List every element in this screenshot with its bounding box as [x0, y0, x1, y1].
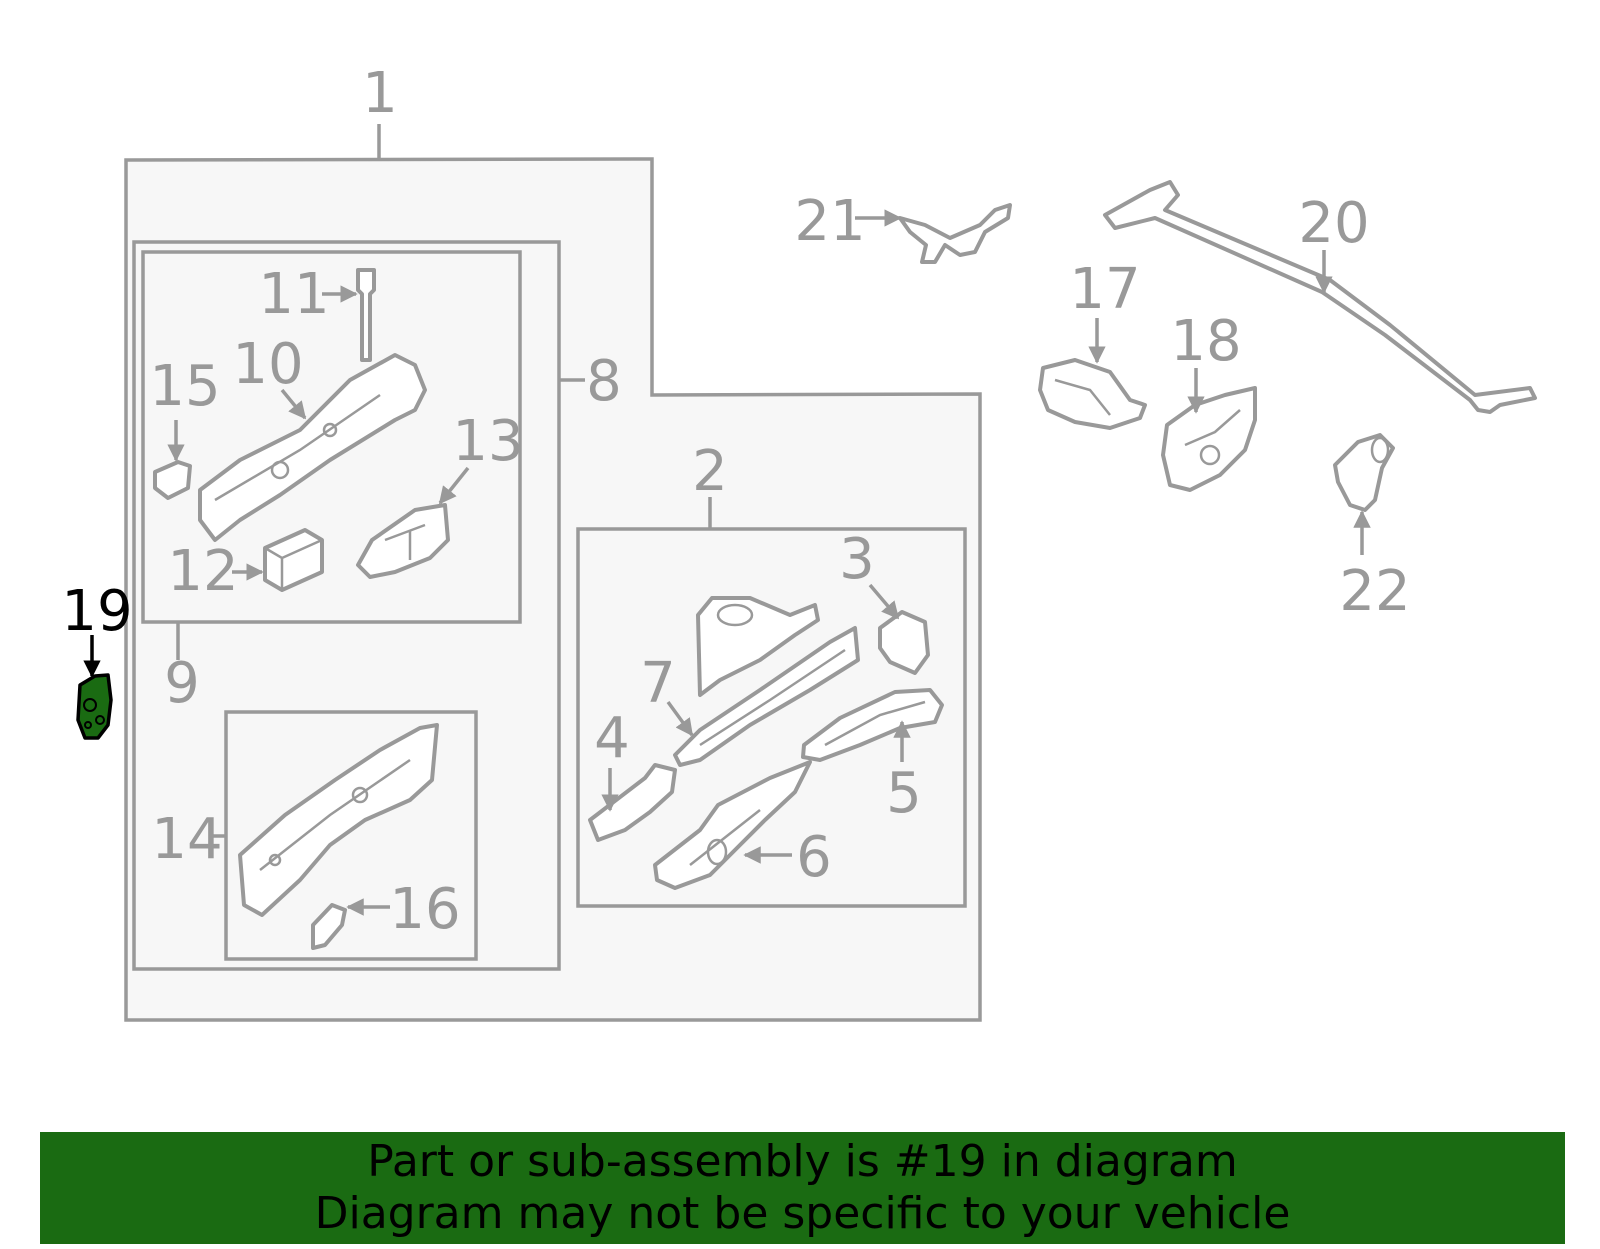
part-16	[311, 903, 347, 950]
callout-13: 13	[452, 409, 523, 474]
assembly-2-frame	[576, 527, 967, 908]
part-7-member	[673, 626, 860, 767]
callout-4: 4	[594, 706, 630, 771]
part-4-bracket	[588, 763, 677, 842]
part-2-upper-frame	[696, 596, 820, 697]
callout-16: 16	[389, 877, 460, 942]
info-banner: Part or sub-assembly is #19 in diagram D…	[40, 1132, 1565, 1244]
leader-3	[868, 583, 900, 620]
callout-5: 5	[886, 761, 922, 826]
callout-7: 7	[640, 651, 676, 716]
part-14-panel	[238, 723, 439, 917]
part-22-bracket	[1333, 433, 1395, 512]
callout-18: 18	[1170, 309, 1241, 374]
part-6-rail	[653, 760, 812, 890]
callout-6: 6	[796, 825, 832, 890]
callout-19: 19	[61, 579, 132, 644]
callout-2: 2	[692, 439, 728, 504]
callout-12: 12	[167, 539, 238, 604]
assembly-8-frame	[132, 240, 561, 971]
banner-line-1: Part or sub-assembly is #19 in diagram	[367, 1136, 1238, 1187]
callout-22: 22	[1339, 559, 1410, 624]
callout-21: 21	[794, 189, 865, 254]
part-19-highlighted[interactable]	[76, 673, 113, 740]
part-13-bracket	[356, 503, 450, 579]
callout-15: 15	[149, 354, 220, 419]
part-18-mount	[1161, 386, 1257, 492]
callout-8: 8	[586, 349, 622, 414]
callout-14: 14	[151, 807, 222, 872]
part-11-bolt	[356, 268, 376, 362]
callout-9: 9	[164, 651, 200, 716]
leader-10	[280, 388, 307, 420]
part-12-block	[263, 528, 324, 592]
callout-1: 1	[362, 61, 398, 126]
callout-10: 10	[232, 332, 303, 397]
callout-11: 11	[258, 262, 329, 327]
leader-13	[438, 466, 470, 505]
part-5-rail	[801, 688, 944, 762]
part-3	[878, 610, 930, 675]
part-10-rail	[198, 353, 427, 542]
callout-3: 3	[839, 527, 875, 592]
leader-7	[666, 700, 694, 737]
part-21-bracket	[898, 203, 1012, 264]
callout-20: 20	[1298, 191, 1369, 256]
part-17-mount	[1038, 358, 1147, 430]
part-15	[153, 460, 192, 500]
callout-17: 17	[1069, 257, 1140, 322]
banner-line-2: Diagram may not be specific to your vehi…	[314, 1188, 1291, 1239]
assembly-9-frame	[141, 250, 522, 624]
